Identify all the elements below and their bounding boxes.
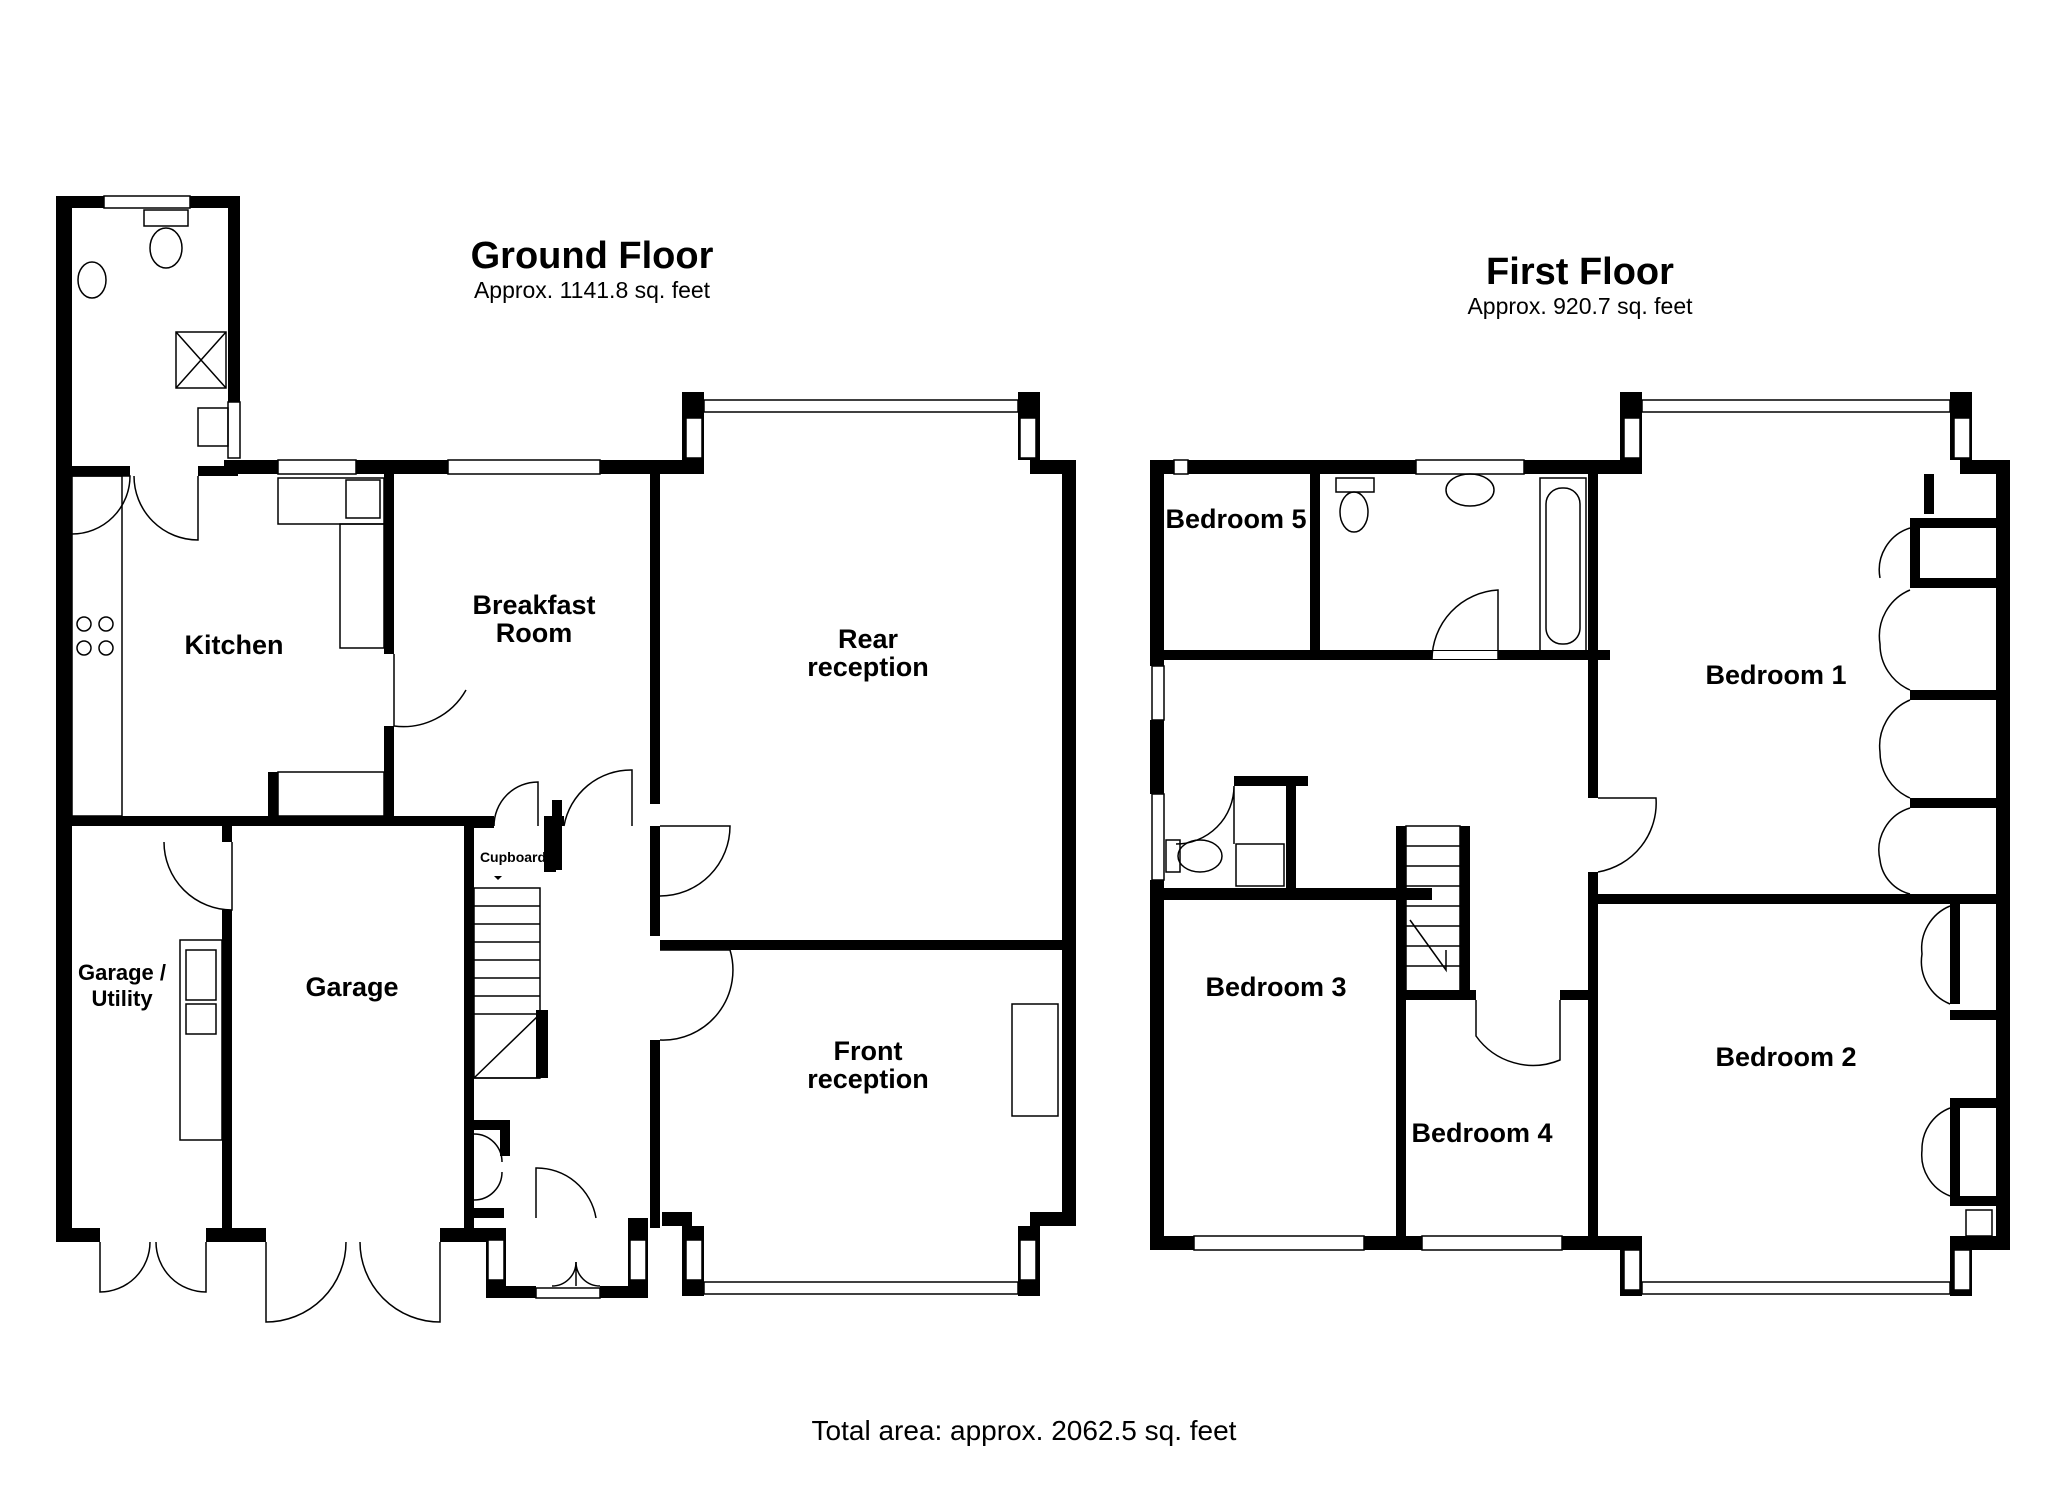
room-label-garage: Garage xyxy=(305,972,398,1002)
ground-floor-plan: Ground Floor Approx. 1141.8 sq. feet Kit… xyxy=(56,195,1076,1323)
room-label-breakfast-room-line2: Room xyxy=(496,618,573,648)
first-floor-fittings xyxy=(1165,473,1951,1197)
first-floor-plan: First Floor Approx. 920.7 sq. feet Bedro… xyxy=(1150,251,2010,1296)
ground-floor-title: Ground Floor xyxy=(471,235,714,277)
ground-floor-labels: Ground Floor Approx. 1141.8 sq. feet Kit… xyxy=(78,235,929,1094)
room-label-bedroom-2: Bedroom 2 xyxy=(1715,1042,1856,1072)
first-floor-title: First Floor xyxy=(1486,251,1674,293)
ground-floor-area: Approx. 1141.8 sq. feet xyxy=(474,277,711,303)
ground-floor-doors xyxy=(71,209,1059,1323)
room-label-garage-utility-line2: Utility xyxy=(91,986,153,1011)
ground-floor-walls xyxy=(56,196,1076,1298)
first-floor-walls xyxy=(1150,392,2010,1296)
room-label-kitchen: Kitchen xyxy=(184,630,283,660)
room-label-garage-utility: Garage / xyxy=(78,960,166,985)
first-floor-labels: First Floor Approx. 920.7 sq. feet Bedro… xyxy=(1165,251,1856,1148)
total-area: Total area: approx. 2062.5 sq. feet xyxy=(812,1415,1237,1446)
room-label-front-reception: Front xyxy=(834,1036,903,1066)
first-floor-area: Approx. 920.7 sq. feet xyxy=(1467,293,1693,319)
room-label-front-reception-line2: reception xyxy=(807,1064,929,1094)
room-label-bedroom-5: Bedroom 5 xyxy=(1165,504,1306,534)
room-label-rear-reception: Rear xyxy=(838,624,899,654)
room-label-rear-reception-line2: reception xyxy=(807,652,929,682)
first-floor-windows xyxy=(1151,399,1993,1295)
ground-floor-windows xyxy=(103,195,1037,1299)
room-label-cupboard: Cupboard xyxy=(480,849,546,865)
room-label-bedroom-1: Bedroom 1 xyxy=(1705,660,1846,690)
room-label-bedroom-4: Bedroom 4 xyxy=(1411,1118,1552,1148)
room-label-bedroom-3: Bedroom 3 xyxy=(1205,972,1346,1002)
room-label-breakfast-room: Breakfast xyxy=(472,590,595,620)
